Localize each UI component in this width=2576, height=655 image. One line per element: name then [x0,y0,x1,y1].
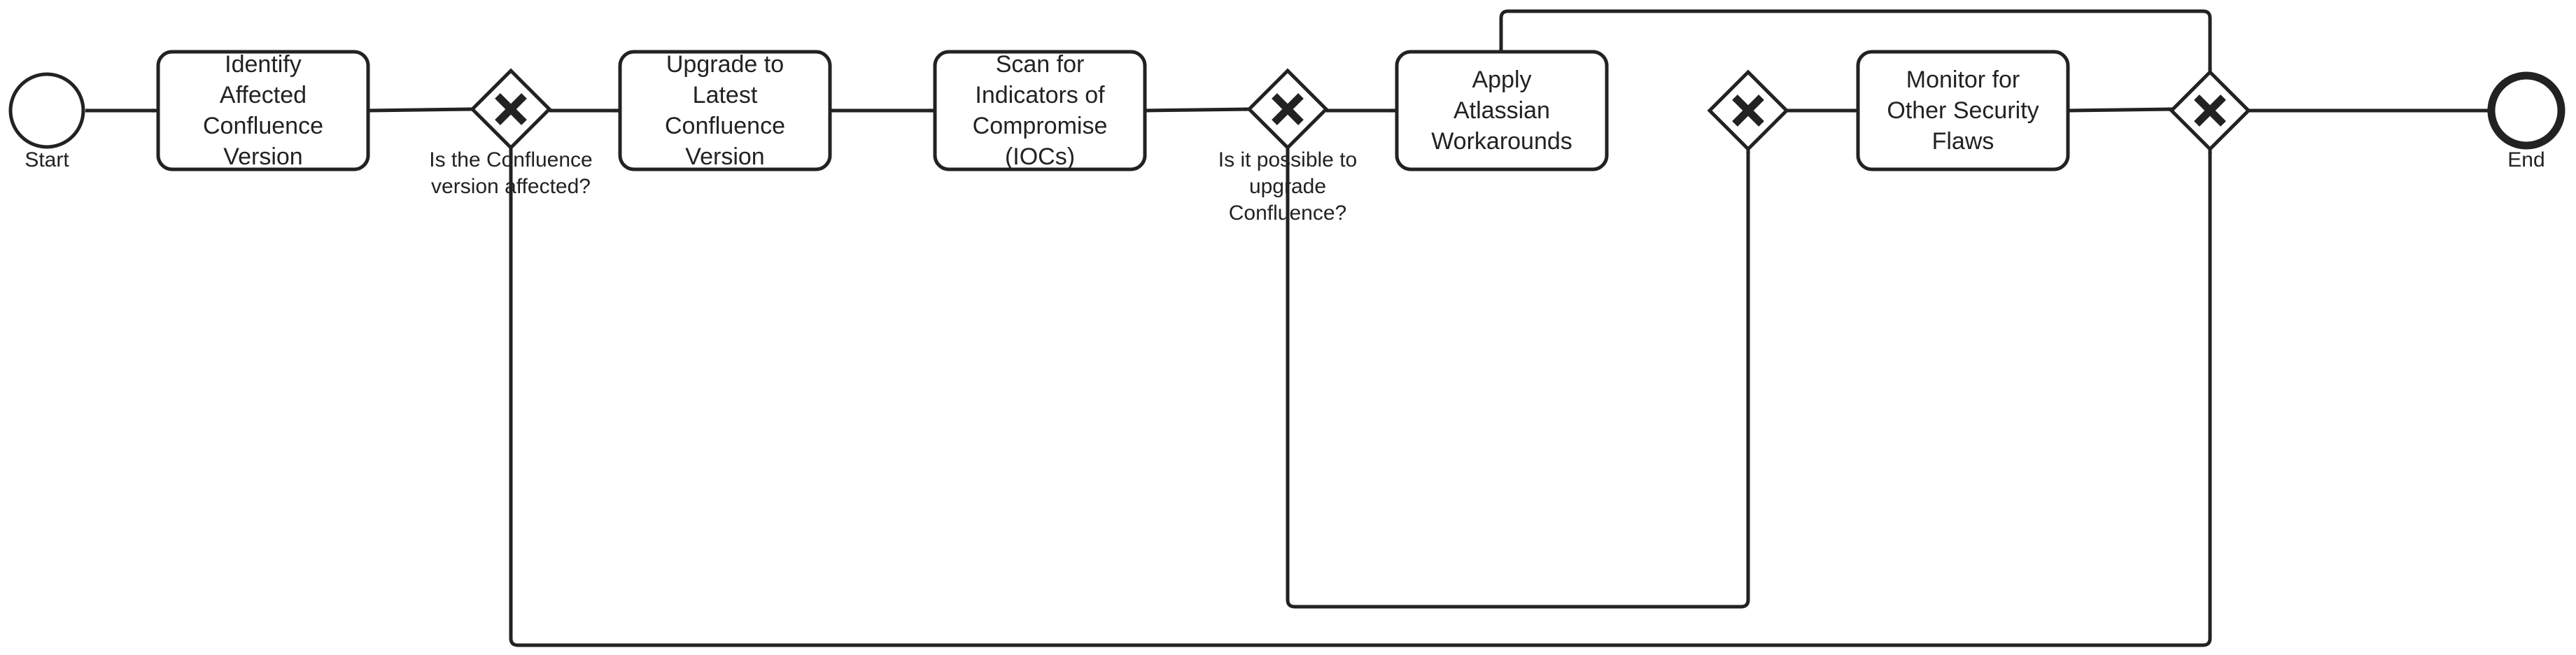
gateway-x-icon [2194,94,2226,127]
flow-monitor-to-final-gateway [2067,107,2173,113]
task-workarounds-box[interactable] [1395,50,1609,171]
end-event-label: End [2507,148,2545,171]
gateway-x-icon [1732,94,1764,127]
end-event[interactable] [2487,71,2566,150]
flow-scan-to-gateway-possible [1144,107,1250,113]
gateway-x-icon [495,93,527,125]
gateway-x-icon [1272,93,1304,125]
task-scan-label: Scan for Indicators of Compromise (IOCs) [972,51,1108,170]
task-workarounds-label: Apply Atlassian Workarounds [1431,66,1572,155]
task-upgrade-box[interactable] [618,50,832,171]
gateway-final[interactable] [2169,69,2251,152]
task-monitor-box[interactable] [1856,50,2070,171]
gateway-possible-label: Is it possible to upgrade Confluence? [1218,148,1358,225]
task-upgrade-label: Upgrade to Latest Confluence Version [664,51,785,170]
start-event[interactable] [8,72,85,149]
flow-workarounds-up-to-final-gateway [1499,9,2212,73]
sequence-flows [85,9,2492,647]
task-identify-box[interactable] [156,50,370,171]
gateway-affected[interactable] [470,68,552,150]
start-event-label: Start [24,148,69,171]
gateway-possible[interactable] [1246,68,1329,150]
flow-gateway-possible-down-to-merge [1286,148,1750,609]
task-identify-label: Identify Affected Confluence Version [202,51,323,170]
gateway-affected-label: Is the Confluence version affected? [429,148,593,198]
flow-gateway-affected-down-to-final-gateway [509,148,2212,647]
gateway-merge[interactable] [1707,69,1789,152]
task-scan-box[interactable] [933,50,1147,171]
task-monitor-label: Monitor for Other Security Flaws [1887,66,2039,155]
flow-identify-to-gateway-affected [367,107,473,113]
